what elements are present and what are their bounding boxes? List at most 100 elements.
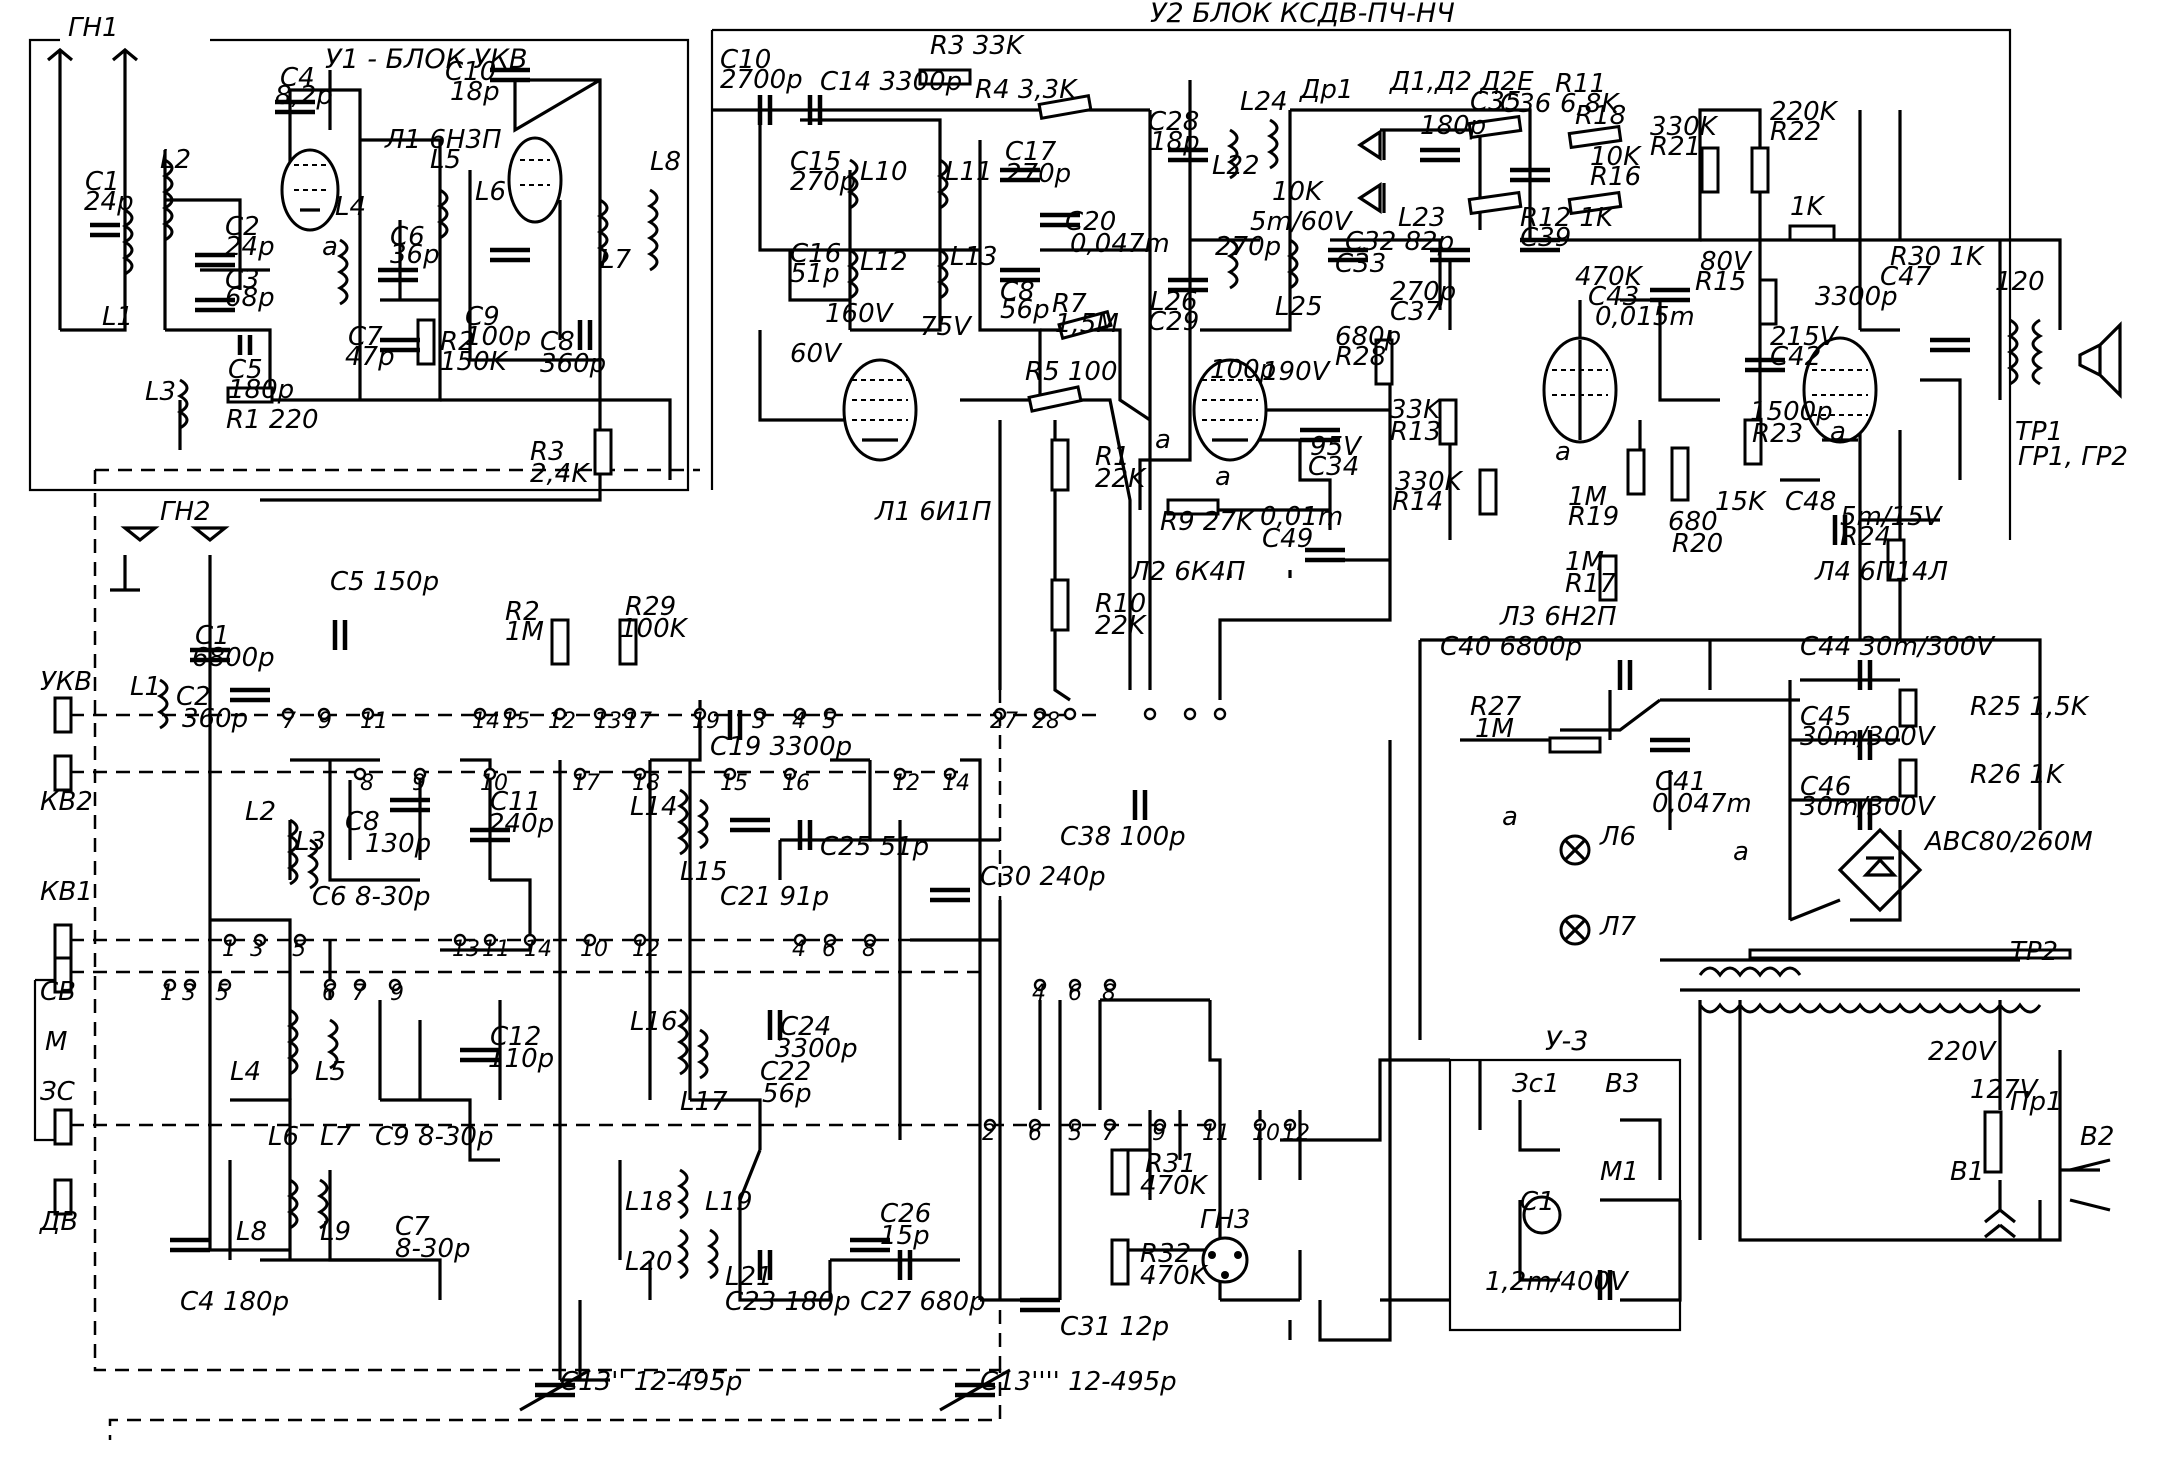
kcdv-part-label: 240p: [488, 809, 554, 839]
resistor-r14-330k: [1478, 468, 1498, 516]
u2-part-label: 0,01m: [1260, 502, 1343, 532]
cap-c13a-variable: [535, 1382, 575, 1398]
kcdv-part-label: L3: [295, 827, 326, 857]
u2-part-label: ТР1: [2015, 417, 2063, 447]
switch-v1: [2069, 1158, 2111, 1212]
resistor-r5-100: [1027, 385, 1083, 413]
kcdv-part-label: 56p: [762, 1079, 812, 1109]
pin-number: 3: [250, 937, 264, 962]
u2-part-label: R21: [1650, 132, 1701, 162]
pin-number: 6: [822, 937, 836, 962]
u2-part-label: L23: [1398, 203, 1446, 233]
resistor-r11-6k8: [1467, 114, 1523, 140]
pin-number: 1: [160, 981, 174, 1006]
u2-part-label: L13: [950, 242, 998, 272]
kcdv-part-label: C31 12p: [1060, 1312, 1169, 1342]
pin-number: 1: [222, 937, 236, 962]
kcdv-part-label: C27 680p: [860, 1287, 986, 1317]
pin-number: 5: [292, 937, 306, 962]
coil-l16: [676, 1008, 689, 1076]
cap-c27: [897, 1250, 913, 1280]
coil-l26: [1286, 238, 1299, 290]
u2-part-label: 215V: [1770, 322, 1840, 352]
node-label-a: a: [1215, 462, 1231, 492]
pin-number: 4: [792, 937, 806, 962]
coil-kcdv-l9: [316, 1178, 329, 1230]
u1-part-label: C4: [280, 63, 315, 93]
kcdv-part-label: L17: [680, 1087, 728, 1117]
cap-c39: [1520, 237, 1560, 253]
pin-number: 15: [720, 771, 748, 796]
pin-number: 5: [822, 709, 836, 734]
kcdv-part-label: C38 100p: [1060, 822, 1186, 852]
node-label-a: a: [1155, 425, 1171, 455]
tube-label: Л4 6П14Л: [1814, 557, 1948, 587]
u2-part-label: 95V: [1310, 432, 1363, 462]
kcdv-part-label: L4: [230, 1057, 261, 1087]
coil-l11: [936, 158, 949, 210]
fuse-pr1: [1983, 1110, 2003, 1174]
coil-kcdv-l4: [286, 1008, 299, 1076]
power-part-label: 0,047m: [1652, 789, 1752, 819]
resistor-r3-33k: [918, 68, 972, 86]
resistor-r27-1m: [1548, 736, 1602, 754]
cap-c44: [1857, 660, 1873, 690]
u2-part-label: ГР1, ГР2: [2018, 442, 2128, 472]
pin-number: 11: [360, 709, 388, 734]
cap-u1-c4: [275, 99, 315, 115]
cap-c31: [1020, 1297, 1060, 1313]
kcdv-part-label: C6 8-30p: [312, 882, 430, 912]
kcdv-part-label: L2: [245, 797, 276, 827]
coil-l17: [696, 1028, 709, 1080]
tube-l4-6p14l: [1802, 336, 1878, 444]
antenna-label-gn2: ГН2: [160, 497, 211, 527]
u2-part-label: 5m/60V: [1250, 207, 1354, 237]
cap-c10-2700p: [757, 95, 773, 125]
pin-number: 12: [548, 709, 576, 734]
band-switch-label: КВ1: [40, 877, 93, 907]
band-switch-boxes: [53, 696, 2072, 1216]
resistor-r21-220k: [1700, 146, 1720, 194]
resistor-r17-680: [1598, 554, 1618, 602]
power-part-label: 30m/300V: [1800, 792, 1937, 822]
coil-u1-l2: [161, 158, 174, 242]
u2-part-label: 80V: [1700, 247, 1753, 277]
u2-part-label: R3 33K: [930, 31, 1025, 61]
m-bracket: [33, 978, 55, 1142]
u2-part-label: 100p: [1210, 355, 1276, 385]
power-part-label: АВС80/260М: [1923, 827, 2093, 857]
band-switch-label: ДВ: [39, 1207, 78, 1237]
power-part-label: C45: [1800, 702, 1851, 732]
kcdv-part-label: C11: [490, 787, 541, 817]
pin-number: 6: [1028, 1121, 1042, 1146]
coil-kcdv-l5: [326, 1018, 339, 1070]
resistor-r31-470k: [1110, 1148, 1130, 1196]
u2-part-label: R22: [1770, 117, 1821, 147]
cap-kcdv-c12: [460, 1047, 500, 1063]
u2-part-label: 270p: [1215, 232, 1281, 262]
pin-number: 19: [692, 709, 720, 734]
u2-part-label: C17: [1005, 137, 1057, 167]
coil-u1-l7: [596, 198, 609, 266]
u1-part-label: C7: [348, 322, 383, 352]
kcdv-part-label: L16: [630, 1007, 678, 1037]
u1-part-label: L6: [475, 177, 506, 207]
kcdv-part-label: L18: [625, 1187, 673, 1217]
pin-number: 13: [594, 709, 622, 734]
u2-part-label: R7: [1052, 289, 1087, 319]
u2-part-label: L24: [1240, 87, 1288, 117]
cap-c46: [1857, 800, 1873, 830]
cap-c36: [1510, 167, 1550, 183]
coil-l10: [846, 158, 859, 210]
u2-part-label: R10: [1095, 589, 1146, 619]
u2-part-label: C37: [1390, 297, 1442, 327]
cap-u1-c3: [195, 297, 235, 313]
u2-part-label: C28: [1148, 107, 1199, 137]
pin-number: 3: [182, 981, 196, 1006]
pin-number: 5: [1068, 1121, 1082, 1146]
tube-label: Л3 6Н2П: [1499, 602, 1617, 632]
u2-part-label: 1500p: [1750, 397, 1833, 427]
u1-part-label: C8: [540, 327, 575, 357]
kcdv-part-label: ГН3: [1200, 1205, 1251, 1235]
